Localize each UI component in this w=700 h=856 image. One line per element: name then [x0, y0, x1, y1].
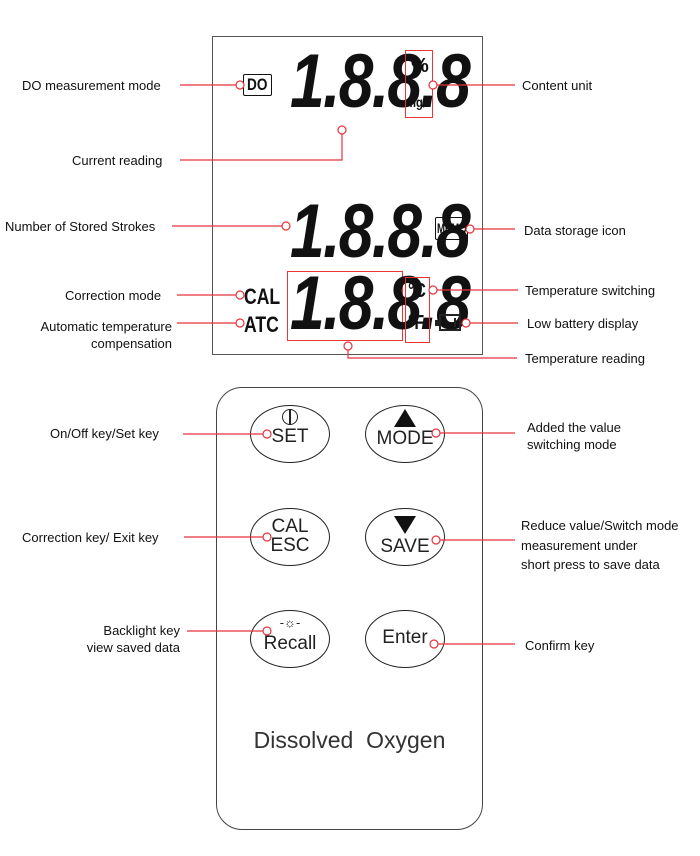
- battery-icon: [435, 314, 461, 331]
- label-confirm-key: Confirm key: [525, 638, 595, 653]
- label-backlight-line1: Backlight key: [103, 623, 180, 638]
- label-atc-line2: compensation: [91, 336, 172, 351]
- recall-button[interactable]: -☼- Recall: [250, 610, 330, 668]
- cal-label: CAL: [271, 516, 309, 537]
- fahrenheit-icon: °F: [408, 312, 425, 334]
- label-mode-line1: Added the value: [527, 420, 621, 435]
- temp-digits-box: [287, 271, 403, 341]
- down-arrow-icon: [394, 516, 416, 534]
- memo-icon-text: MEMO: [437, 220, 467, 236]
- recall-label: Recall: [263, 633, 317, 654]
- device-name: Dissolved Oxygen: [253, 727, 446, 753]
- label-mode-key: Added the value switching mode: [527, 419, 621, 453]
- enter-button[interactable]: Enter: [365, 610, 445, 668]
- save-button[interactable]: SAVE: [365, 508, 445, 566]
- cal-icon: CAL: [244, 284, 281, 309]
- label-save-key: Reduce value/Switch mode measurement und…: [521, 516, 679, 575]
- label-backlight-line2: view saved data: [86, 640, 180, 655]
- label-backlight: Backlight key view saved data: [40, 622, 180, 656]
- mode-label: MODE: [376, 428, 434, 449]
- label-save-line2: measurement under: [521, 537, 638, 553]
- label-low-battery: Low battery display: [527, 316, 639, 331]
- stored-count-digits: 1.8.8.8: [290, 189, 471, 274]
- label-current-reading: Current reading: [72, 153, 163, 168]
- do-icon-text: DO: [247, 75, 268, 94]
- label-save-line3: short press to save data: [521, 557, 660, 572]
- keypad-panel: [216, 387, 483, 830]
- label-content-unit: Content unit: [522, 78, 593, 93]
- esc-label: ESC: [270, 535, 310, 556]
- label-correction-key: Correction key/ Exit key: [22, 530, 159, 545]
- backlight-sun-icon: -☼-: [279, 615, 301, 630]
- label-atc-line1: Automatic temperature: [40, 319, 172, 334]
- label-onoff-key: On/Off key/Set key: [50, 426, 159, 441]
- power-icon: [282, 409, 298, 425]
- celsius-icon: °C: [408, 280, 426, 302]
- label-correction-mode: Correction mode: [65, 288, 162, 303]
- save-label: SAVE: [380, 536, 430, 557]
- unit-percent: %: [411, 55, 429, 77]
- unit-mgl: mg/l: [406, 94, 430, 110]
- temp-unit-box: [405, 277, 430, 343]
- callout-leaders: [172, 80, 518, 649]
- label-atc: Automatic temperature compensation: [20, 318, 172, 352]
- label-do-mode: DO measurement mode: [22, 78, 161, 93]
- set-label: SET: [271, 426, 309, 447]
- mode-button[interactable]: MODE: [365, 405, 445, 463]
- enter-label: Enter: [382, 627, 428, 648]
- main-reading-digits: 1.8.8.8: [290, 39, 471, 124]
- atc-icon: ATC: [244, 312, 279, 337]
- label-save-line1: Reduce value/Switch mode: [521, 518, 679, 533]
- label-data-storage: Data storage icon: [524, 223, 626, 238]
- label-temp-switching: Temperature switching: [525, 283, 656, 298]
- up-arrow-icon: [394, 409, 416, 427]
- label-mode-line2: switching mode: [527, 437, 617, 452]
- label-temp-reading: Temperature reading: [525, 351, 645, 366]
- label-stored-strokes: Number of Stored Strokes: [5, 219, 156, 234]
